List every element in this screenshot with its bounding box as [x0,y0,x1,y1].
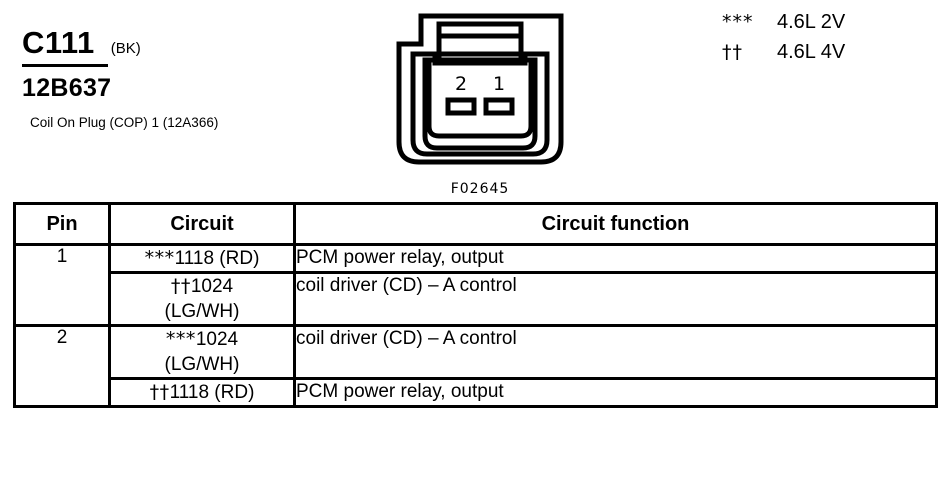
circuit-symbol: †† [170,275,191,297]
pin-slot-2 [445,97,477,116]
cell-circuit-2b: ††1118 (RD) [108,377,296,408]
connector-color-code: (BK) [110,40,141,57]
circuit-number: 1024 [195,329,239,350]
circuit-symbol: *** [165,328,196,350]
connector-id-underline [22,64,108,67]
circuit-symbol: *** [144,247,175,269]
connector-diagram-icon: 2 1 [396,13,564,165]
cell-function-1a: PCM power relay, output [293,243,938,274]
circuit-number: 1118 (RD) [169,382,255,403]
circuit-number: 1024 [190,276,234,297]
header-pin: Pin [13,202,111,246]
table-row: 2 ***1024 (LG/WH) coil driver (CD) – A c… [13,324,938,408]
pin-number-2: 2 [455,73,467,95]
connector-figure-label: F02645 [450,181,510,197]
pinout-table: Pin Circuit Circuit function 1 ***1118 (… [13,202,938,408]
connector-part-number: 12B637 [22,74,112,102]
cell-function-2b: PCM power relay, output [293,377,938,408]
legend-row: *** 4.6L 2V [722,10,942,40]
cell-circuit-1b: ††1024 (LG/WH) [108,271,296,327]
header-circuit: Circuit [108,202,296,246]
connector-figure: 2 1 F02645 [385,2,575,197]
cell-pin-2: 2 [13,324,111,408]
table-row: 1 ***1118 (RD) PCM power relay, output [13,243,938,327]
header-circuit-function: Circuit function [293,202,938,246]
cell-circuit-1a: ***1118 (RD) [108,243,296,274]
cell-pin-1: 1 [13,243,111,327]
table-header-row: Pin Circuit Circuit function [13,202,938,246]
cell-circuit-2a: ***1024 (LG/WH) [108,324,296,380]
circuit-symbol: †† [149,381,170,403]
engine-legend: *** 4.6L 2V †† 4.6L 4V [722,10,942,70]
table-row: ††1024 (LG/WH) coil driver (CD) – A cont… [15,271,938,327]
legend-text-46l-2v: 4.6L 2V [777,11,846,33]
connector-id-row: C111 (BK) [22,26,322,62]
pin-number-1: 1 [493,73,505,95]
legend-text-46l-4v: 4.6L 4V [777,41,846,63]
pin-slot-1 [483,97,515,116]
legend-symbol-daggers: †† [722,41,743,63]
legend-symbol-asterisks: *** [722,11,754,33]
connector-header: C111 (BK) 12B637 Coil On Plug (COP) 1 (1… [22,26,322,131]
table-row: ††1118 (RD) PCM power relay, output [15,377,938,408]
connector-description: Coil On Plug (COP) 1 (12A366) [30,115,219,130]
circuit-color-code: (LG/WH) [164,354,240,375]
circuit-number: 1118 (RD) [174,248,260,269]
cell-function-1b: coil driver (CD) – A control [293,271,938,327]
circuit-color-code: (LG/WH) [164,301,240,322]
connector-id: C111 [22,25,95,60]
legend-row: †† 4.6L 4V [722,40,942,70]
cell-function-2a: coil driver (CD) – A control [293,324,938,380]
